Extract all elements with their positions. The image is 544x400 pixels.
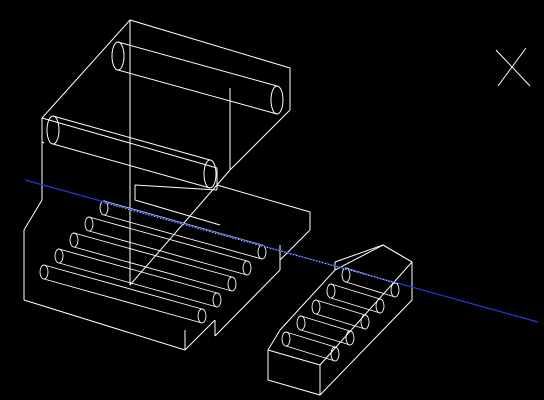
- rod-edge: [43, 278, 203, 324]
- rod-edge: [88, 216, 248, 262]
- upper-housing-edge: [229, 109, 291, 171]
- rod-edge: [345, 281, 396, 298]
- rod-edge: [330, 297, 381, 314]
- rod-end-cap: [111, 41, 125, 71]
- small-rod[interactable]: [296, 315, 355, 346]
- rod-edge: [315, 313, 366, 330]
- rod-edge: [58, 248, 218, 294]
- rod-end-cap: [39, 264, 49, 280]
- upper-rod[interactable]: [111, 41, 284, 115]
- blue-construction-line[interactable]: [24, 179, 539, 323]
- small-block-edge: [267, 349, 321, 366]
- rod-end-cap: [227, 276, 237, 292]
- lower-rod[interactable]: [39, 264, 207, 324]
- small-block-outline: [267, 244, 413, 396]
- left-side-edge: [23, 199, 43, 231]
- small-block-edge: [334, 244, 384, 263]
- upper-step-outline: [134, 185, 221, 226]
- left-side-edge: [129, 169, 231, 286]
- rod-end-cap: [345, 330, 355, 346]
- upper-step-edge: [216, 184, 311, 213]
- small-block-edge: [267, 329, 281, 351]
- lower-rod[interactable]: [99, 200, 267, 260]
- rod-edge: [88, 230, 248, 276]
- rod-edge: [117, 41, 278, 87]
- rod-edge: [117, 69, 278, 115]
- small-block-edge: [319, 261, 413, 366]
- rod-end-cap: [212, 292, 222, 308]
- left-side-edge: [184, 319, 216, 351]
- rod-edge: [103, 214, 263, 260]
- rod-edge: [285, 331, 336, 348]
- small-right-block[interactable]: [267, 244, 413, 396]
- rod-end-cap: [281, 331, 291, 347]
- left-side-edge: [214, 269, 281, 337]
- rod-end-cap: [330, 346, 340, 362]
- upper-step-edge: [134, 184, 218, 191]
- rod-end-cap: [84, 216, 94, 232]
- upper-housing-front-top-edge: [41, 19, 291, 119]
- small-rod[interactable]: [326, 283, 385, 314]
- small-rod[interactable]: [311, 299, 370, 330]
- rod-end-cap: [203, 159, 217, 189]
- rod-edge: [285, 345, 336, 362]
- lower-rod[interactable]: [69, 232, 237, 292]
- rod-edge: [315, 299, 366, 316]
- rod-end-cap: [46, 115, 60, 145]
- small-rod[interactable]: [281, 331, 340, 362]
- rod-edge: [52, 115, 211, 161]
- rod-end-cap: [242, 260, 252, 276]
- upper-housing-edge: [41, 117, 218, 169]
- rod-edge: [330, 283, 381, 300]
- rod-end-cap: [390, 282, 400, 298]
- rod-end-cap: [360, 314, 370, 330]
- rod-end-cap: [311, 299, 321, 315]
- small-rod[interactable]: [341, 267, 400, 298]
- rod-end-cap: [270, 85, 284, 115]
- rod-end-cap: [197, 308, 207, 324]
- small-block-edge: [382, 244, 413, 263]
- upper-step-edge: [279, 229, 311, 261]
- rod-edge: [43, 264, 203, 310]
- rod-edge: [73, 232, 233, 278]
- rod-end-cap: [296, 315, 306, 331]
- rod-edge: [52, 143, 211, 189]
- lower-rod[interactable]: [54, 248, 222, 308]
- crosshair-icon: [495, 47, 531, 87]
- rod-edge: [300, 315, 351, 332]
- upper-rod[interactable]: [46, 115, 217, 189]
- small-rod-group[interactable]: [281, 267, 400, 362]
- upper-housing[interactable]: [23, 19, 311, 351]
- rod-edge: [58, 262, 218, 308]
- rod-end-cap: [54, 248, 64, 264]
- lower-rod[interactable]: [84, 216, 252, 276]
- rod-edge: [300, 329, 351, 346]
- rod-edge: [73, 246, 233, 292]
- rod-end-cap: [69, 232, 79, 248]
- rod-end-cap: [375, 298, 385, 314]
- lower-rod-group[interactable]: [39, 200, 267, 324]
- upper-rod-group[interactable]: [46, 41, 284, 189]
- rod-edge: [103, 200, 263, 246]
- rod-end-cap: [326, 283, 336, 299]
- left-side-edge: [23, 299, 186, 351]
